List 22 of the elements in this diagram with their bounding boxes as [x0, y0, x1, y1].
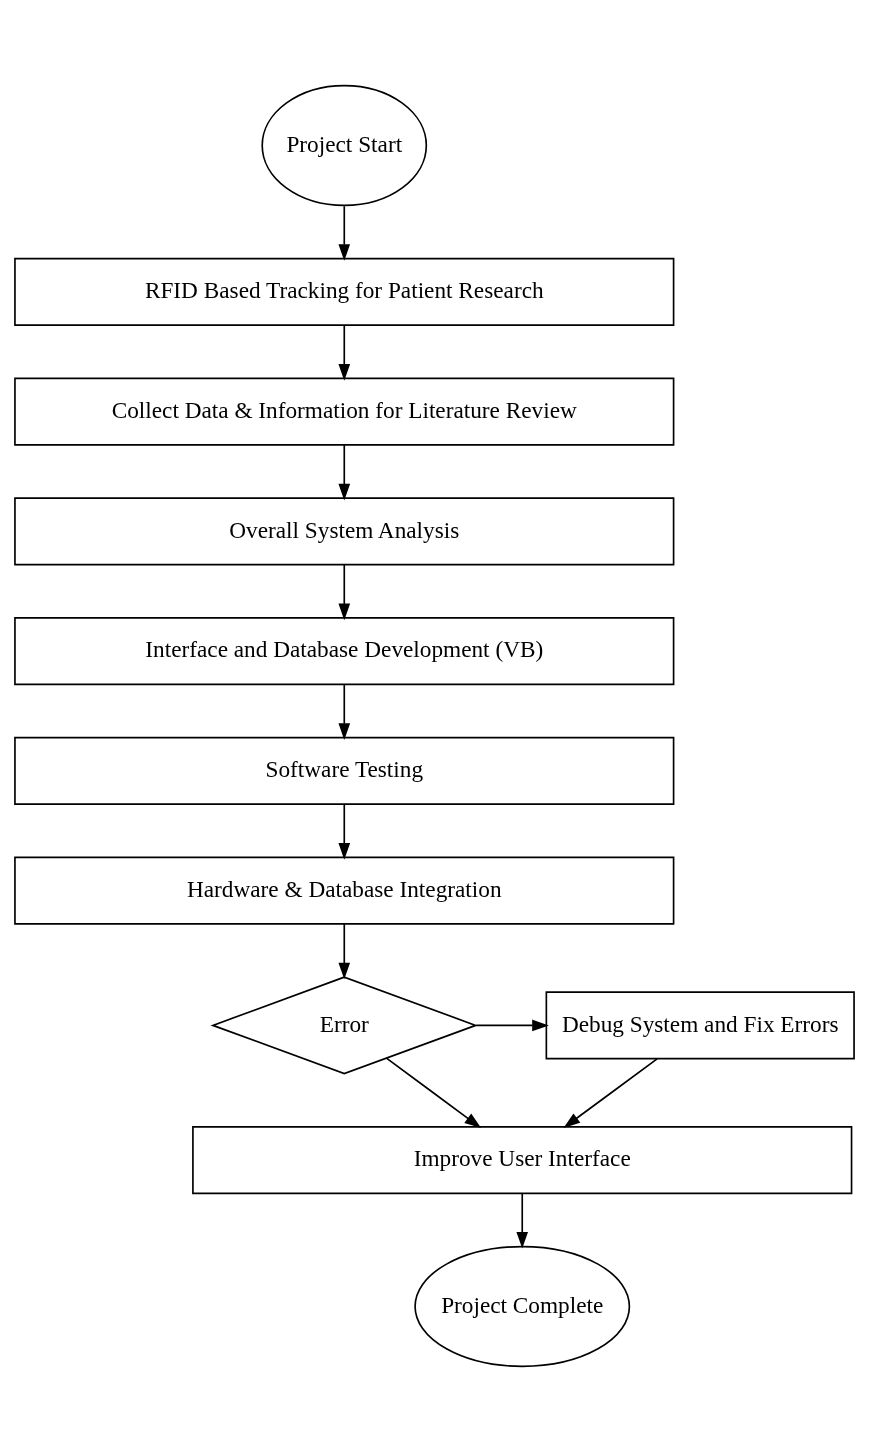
arrow — [475, 1019, 549, 1031]
node-diamond: Error — [210, 975, 479, 1074]
node-box: Software Testing — [14, 736, 675, 805]
node-box: Debug System and Fix Errors — [545, 990, 855, 1059]
node-box: Overall System Analysis — [14, 496, 675, 565]
node-box: RFID Based Tracking for Patient Research — [14, 257, 675, 326]
arrow — [338, 204, 351, 261]
arrow — [338, 324, 351, 381]
arrow — [516, 1192, 529, 1249]
arrow — [563, 1057, 658, 1128]
arrow — [338, 922, 351, 979]
node-box: Interface and Database Development (VB) — [14, 616, 675, 685]
arrow — [385, 1056, 482, 1128]
arrow — [338, 683, 351, 740]
node-box: Hardware & Database Integration — [14, 856, 675, 925]
node-box: Improve User Interface — [192, 1125, 853, 1194]
arrow — [338, 803, 351, 860]
arrow — [338, 563, 351, 620]
node-box: Collect Data & Information for Literature Review — [14, 377, 675, 446]
node-ellipse: Project Start — [261, 84, 428, 206]
arrow — [338, 443, 351, 500]
node-ellipse: Project Complete — [414, 1245, 631, 1367]
